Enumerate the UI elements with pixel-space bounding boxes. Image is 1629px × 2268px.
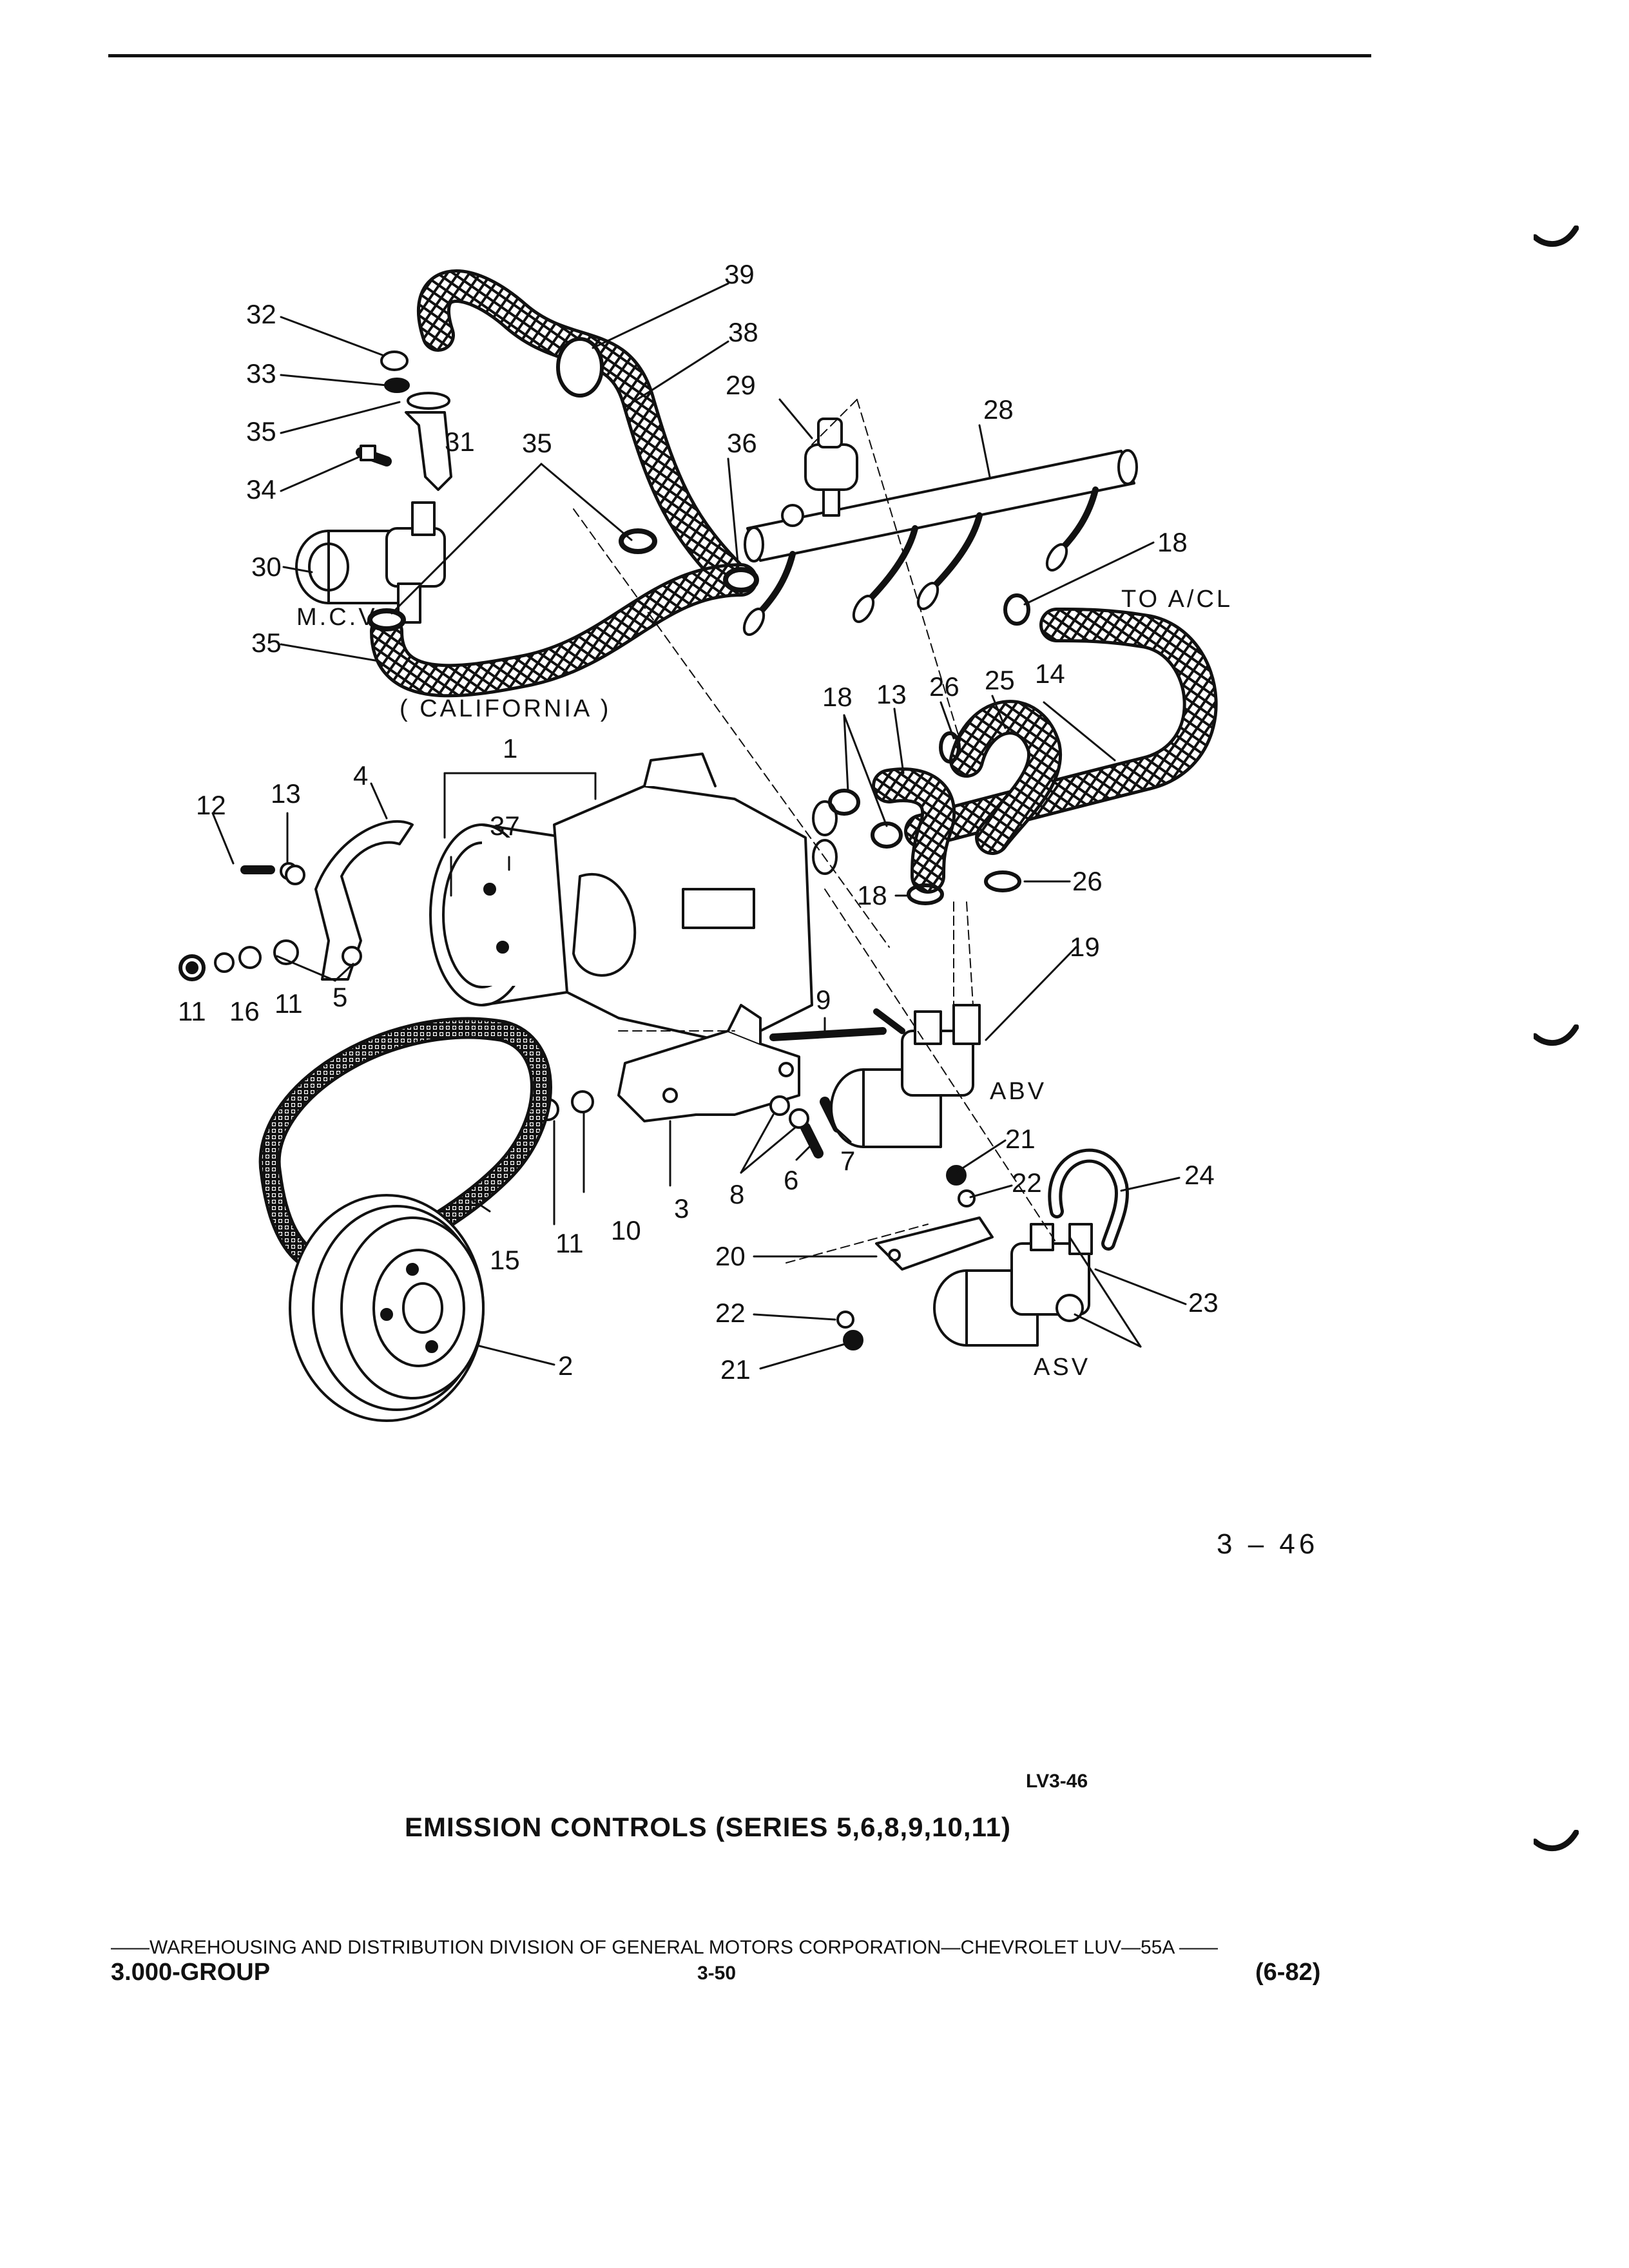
callout-11b: 11: [555, 1228, 584, 1258]
mixture-control-valve-29: [295, 501, 446, 624]
callout-38: 37: [490, 811, 520, 841]
callout-35a: 35: [246, 416, 276, 447]
callout-37: 39: [724, 259, 755, 289]
callout-21a: 21: [720, 1354, 751, 1385]
callout-1: 1: [503, 733, 517, 764]
air-manifold-pipe-27: [742, 449, 1138, 636]
air-bypass-valve-19: [830, 1004, 981, 1148]
footer-group: 3.000-GROUP: [111, 1959, 271, 1986]
callout-29: 30: [251, 552, 282, 582]
center-lines: [573, 399, 1057, 1264]
label-asv: ASV: [1034, 1354, 1090, 1381]
callout-10: 10: [611, 1215, 641, 1245]
callout-26a: 26: [929, 671, 959, 702]
callout-34: 35: [251, 628, 282, 658]
callout-32: 33: [246, 358, 276, 389]
bracket-30-fasteners: [356, 337, 759, 631]
adjusting-bracket-4: [240, 820, 414, 981]
crank-pulley-2: [289, 1194, 485, 1422]
footer-date: (6-82): [1255, 1959, 1321, 1986]
diagram-caption: EMISSION CONTROLS (SERIES 5,6,8,9,10,11): [405, 1812, 1011, 1842]
callout-26b: 26: [1072, 866, 1103, 896]
top-rule: [108, 54, 1371, 57]
leader-lines: [211, 282, 1187, 1370]
air-pump-1: [429, 753, 838, 1045]
callout-21b: 21: [1005, 1124, 1036, 1154]
callout-13a: 13: [271, 778, 301, 809]
callout-3: 3: [674, 1193, 689, 1224]
callout-2: 2: [558, 1350, 573, 1381]
bolt-9: [769, 1027, 887, 1041]
callout-20: 20: [715, 1241, 746, 1271]
callout-12: 12: [196, 790, 226, 820]
binder-mark-icon: [1534, 1830, 1579, 1852]
callout-24: 24: [1184, 1160, 1215, 1190]
callout-16: 14: [1035, 658, 1065, 689]
callout-25: 25: [985, 665, 1015, 695]
callout-31: 32: [246, 299, 276, 329]
callout-35b: 35: [522, 428, 552, 458]
callout-5: 5: [333, 982, 347, 1012]
binder-mark-icon: [1534, 1024, 1579, 1046]
callout-18a: 18: [1157, 527, 1188, 557]
label-mcv: M.C.V: [296, 604, 378, 631]
figure-number: 3 – 46: [1217, 1528, 1319, 1560]
callout-11a: 11: [178, 996, 206, 1026]
callout-18c: 18: [857, 880, 887, 910]
callout-13b: 11: [275, 988, 303, 1019]
callout-4: 4: [353, 760, 368, 791]
callout-15: 15: [490, 1245, 520, 1275]
callout-33: 34: [246, 474, 276, 505]
callout-9: 9: [816, 985, 831, 1015]
illustration-code: LV3-46: [1026, 1771, 1088, 1792]
callout-6: 6: [784, 1165, 798, 1195]
mounting-bracket-3: [617, 1004, 800, 1122]
callout-35c: 36: [727, 428, 757, 458]
label-to-acl: TO A/CL: [1121, 586, 1233, 613]
callout-28: 29: [726, 370, 756, 400]
label-abv: ABV: [990, 1078, 1046, 1105]
callout-22a: 22: [715, 1298, 746, 1328]
callout-7: 7: [840, 1146, 855, 1176]
check-valve-28: [781, 418, 858, 527]
callout-14: 16: [229, 996, 260, 1026]
footer-page-number: 3-50: [697, 1963, 737, 1984]
callout-30: 31: [445, 427, 475, 457]
hose-group: [370, 269, 1218, 1251]
callout-27: 28: [983, 394, 1014, 425]
washer-stack-left: [178, 865, 305, 981]
label-california: ( CALIFORNIA ): [400, 695, 611, 722]
callout-19: 19: [1070, 932, 1100, 962]
binder-mark-icon: [1534, 226, 1579, 247]
callout-8: 8: [729, 1179, 744, 1209]
callout-23: 23: [1188, 1287, 1219, 1318]
callout-22b: 22: [1012, 1168, 1042, 1198]
callout-17: 13: [876, 679, 907, 709]
callout-18b: 18: [822, 682, 853, 712]
callout-36: 38: [728, 317, 758, 347]
footer-publisher-line: ——WAREHOUSING AND DISTRIBUTION DIVISION …: [111, 1937, 1219, 1958]
callout-numbers: 32 33 35 34 30 35 31 35 36 39 38 29 28 1…: [178, 259, 1233, 1385]
